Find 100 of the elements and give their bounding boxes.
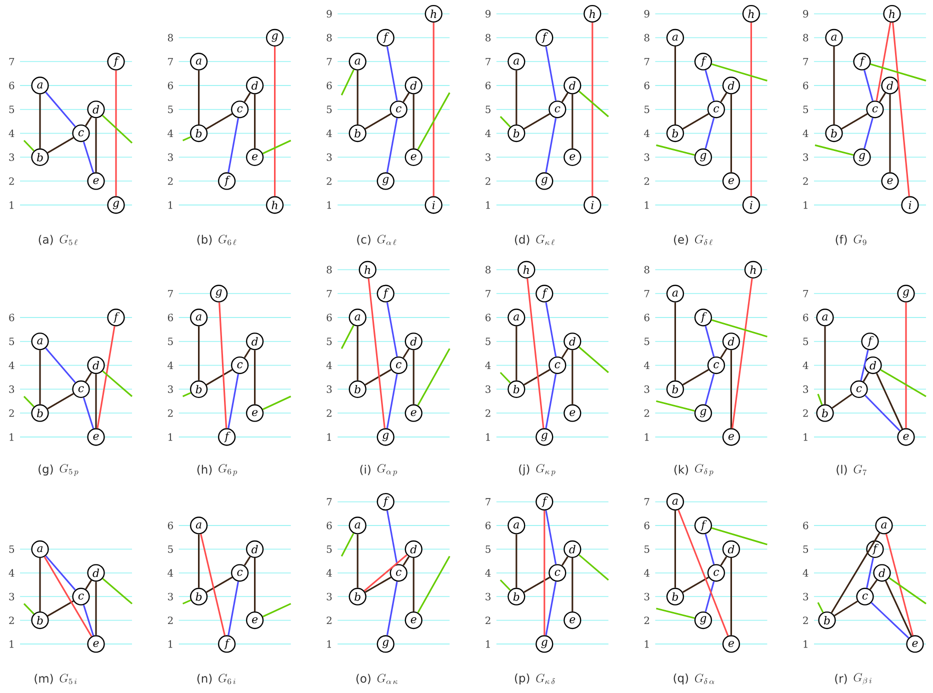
edge-line xyxy=(386,581,398,636)
tick-label: 2 xyxy=(326,177,332,185)
tick-label: 1 xyxy=(327,433,331,441)
graph-name: $G_{\alpha\,\ell}$ xyxy=(377,234,396,246)
edge-line xyxy=(102,578,133,604)
edge-line xyxy=(23,396,34,408)
edge-line xyxy=(516,326,518,380)
graph-name: $G_{6\,\ell}$ xyxy=(218,234,236,246)
tick-label: 1 xyxy=(644,201,649,209)
edge-line xyxy=(889,94,891,172)
tick-label: 4 xyxy=(485,130,491,137)
tick-label: 4 xyxy=(8,569,14,577)
tick-label: 2 xyxy=(644,616,650,624)
edge-line xyxy=(832,394,852,409)
edge-line xyxy=(198,534,200,588)
edge-line xyxy=(545,581,557,636)
edge-line xyxy=(817,394,823,406)
edge-line xyxy=(228,374,240,428)
tick-label: 4 xyxy=(326,130,332,137)
edge-line xyxy=(885,580,912,636)
edge-line xyxy=(364,113,392,130)
tick-label: 6 xyxy=(326,314,332,322)
tick-label: 4 xyxy=(8,130,14,137)
tick-label: 1 xyxy=(486,433,490,441)
tick-label: 7 xyxy=(644,498,650,506)
tick-label: 4 xyxy=(644,569,650,577)
tick-label: 5 xyxy=(486,338,490,346)
edge-line xyxy=(817,602,824,613)
edge-line xyxy=(402,92,410,102)
edge-line xyxy=(182,136,192,142)
tick-label: 8 xyxy=(644,34,650,42)
edge-line xyxy=(356,326,358,380)
tick-label: 2 xyxy=(644,177,650,185)
tick-label: 8 xyxy=(486,266,491,274)
edge-line xyxy=(720,556,728,566)
subfigure-label: (a) xyxy=(38,234,53,246)
subfigure-label: (e) xyxy=(674,234,688,246)
subfigure-label: (g) xyxy=(38,464,53,476)
edge-line xyxy=(115,70,117,196)
tick-label: 5 xyxy=(9,106,14,114)
edge-line xyxy=(834,600,858,616)
edge-line xyxy=(824,326,826,404)
tick-label: 8 xyxy=(803,34,808,42)
edge-line xyxy=(82,397,94,429)
tick-label: 5 xyxy=(168,546,173,553)
edge-line xyxy=(656,608,695,619)
edge-line xyxy=(23,140,34,152)
edge-line xyxy=(880,369,926,398)
edge-line xyxy=(364,369,392,386)
tick-label: 7 xyxy=(803,58,808,66)
tick-label: 7 xyxy=(168,58,173,66)
tick-label: 1 xyxy=(10,201,14,209)
tick-label: 7 xyxy=(644,290,650,298)
edge-line xyxy=(682,369,709,386)
graph-name: $G_{\alpha\,\kappa}$ xyxy=(377,674,398,684)
edge-line xyxy=(47,137,74,154)
tick-label: 6 xyxy=(9,314,14,322)
edge-line xyxy=(412,350,414,404)
tick-label: 5 xyxy=(486,106,490,114)
edge-line xyxy=(206,113,233,130)
graph-name: $G_{\kappa\,p}$ xyxy=(536,464,556,476)
tick-label: 6 xyxy=(486,314,491,322)
node-label: e xyxy=(912,640,918,647)
edge-line xyxy=(39,558,41,612)
edge-line xyxy=(678,510,729,636)
edge-line xyxy=(386,510,398,564)
tick-label: 7 xyxy=(644,58,650,66)
tick-label: 1 xyxy=(327,201,331,209)
edge-line xyxy=(23,603,34,614)
edge-line xyxy=(656,400,695,412)
edge-line xyxy=(386,374,398,428)
graph-name: $G_{\delta\,\alpha}$ xyxy=(695,674,714,684)
tick-label: 7 xyxy=(168,290,173,298)
tick-label: 3 xyxy=(168,153,173,161)
edge-line xyxy=(704,118,715,149)
tick-label: 3 xyxy=(644,592,650,600)
edge-line xyxy=(750,22,752,196)
edge-line xyxy=(254,94,256,148)
edge-line xyxy=(860,350,869,381)
edge-line xyxy=(417,348,450,406)
tick-label: 1 xyxy=(486,201,490,209)
tick-label: 5 xyxy=(486,546,490,553)
edge-line xyxy=(206,369,233,386)
edge-line xyxy=(841,113,868,130)
edge-line xyxy=(732,278,753,428)
edge-line xyxy=(711,319,768,338)
edge-line xyxy=(545,302,557,357)
edge-line xyxy=(888,577,926,604)
edge-line xyxy=(96,326,116,428)
tick-label: 2 xyxy=(803,616,808,624)
edge-line xyxy=(578,90,609,118)
graph-name: $G_{\alpha\,p}$ xyxy=(377,464,398,476)
graph-name: $G_{\delta\,p}$ xyxy=(695,464,714,476)
edge-line xyxy=(572,94,574,148)
node-label: i xyxy=(908,200,912,210)
tick-label: 5 xyxy=(168,106,173,114)
edge-line xyxy=(417,92,450,150)
tick-label: 1 xyxy=(168,640,172,648)
tick-label: 3 xyxy=(168,592,173,600)
edge-line xyxy=(578,346,609,374)
